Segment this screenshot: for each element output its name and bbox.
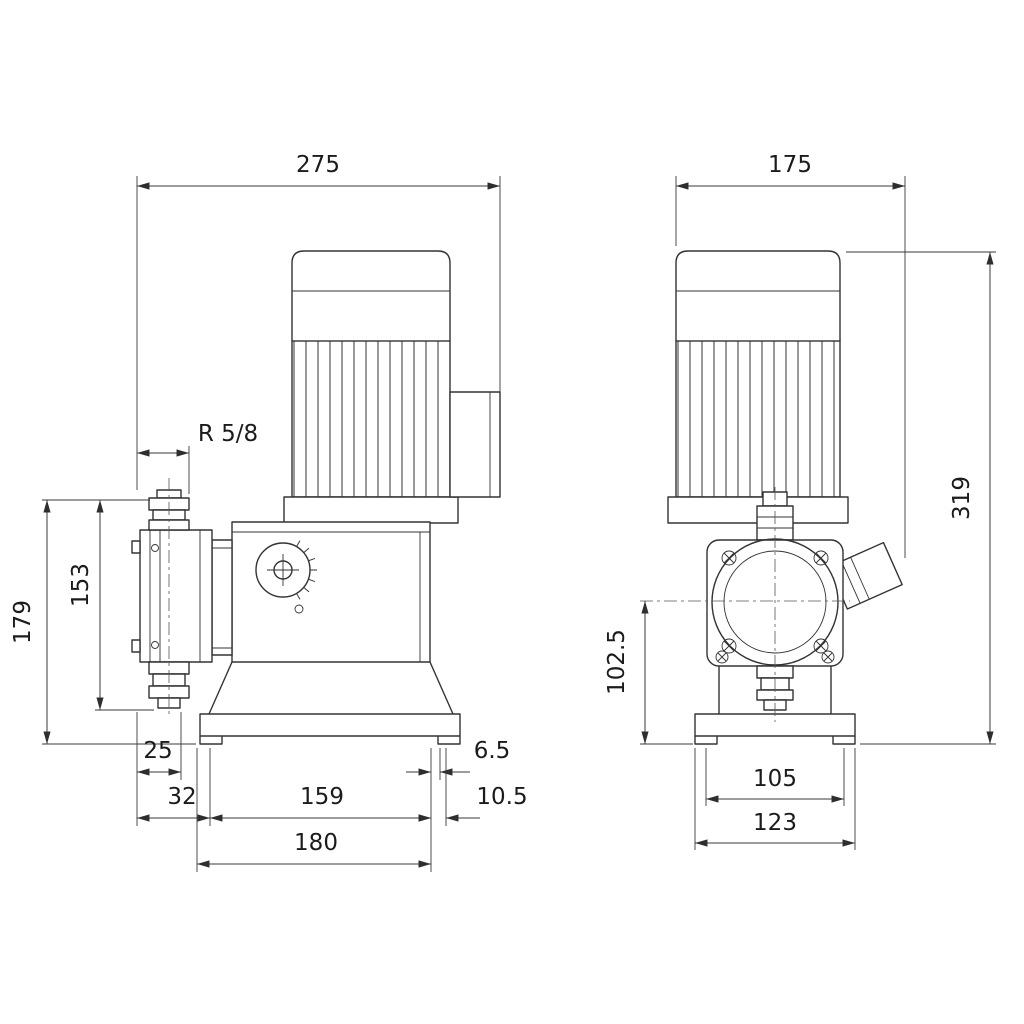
dim-width-275: 275 — [136, 152, 501, 490]
dim-10-5-label: 10.5 — [476, 784, 527, 810]
dim-32-label: 32 — [167, 784, 196, 810]
stroke-dial — [255, 540, 317, 614]
dial-screw — [294, 604, 304, 614]
dim-offset-6-5: 6.5 — [406, 738, 510, 780]
pump-housing — [231, 521, 431, 663]
dosing-head — [131, 529, 213, 663]
dial-cross — [267, 554, 299, 586]
dim-height-179: 179 — [10, 499, 196, 745]
head-bolts — [721, 550, 829, 654]
dim-25-label: 25 — [143, 738, 172, 764]
terminal-box — [449, 391, 501, 498]
pedestal-screw — [821, 650, 835, 664]
suction-valve — [148, 661, 190, 709]
front-view: 175 319 102.5 105 123 — [604, 152, 996, 850]
base-plate-front — [694, 713, 856, 745]
dim-base-180: 180 — [196, 748, 431, 872]
dial-ticks — [296, 540, 317, 600]
dim-thread-r58: R 5/8 — [137, 421, 258, 494]
dim-175-label: 175 — [768, 152, 812, 178]
dim-r58-label: R 5/8 — [198, 421, 258, 447]
dim-123-label: 123 — [753, 810, 797, 836]
motor-fins — [291, 340, 451, 498]
motor-fins — [675, 340, 841, 498]
dim-179-label: 179 — [10, 600, 36, 644]
side-view: 275 R 5/8 179 153 25 32 — [10, 152, 528, 872]
head-connector — [211, 539, 233, 656]
dim-offset-25: 25 — [136, 712, 182, 826]
dim-275-label: 275 — [296, 152, 340, 178]
pedestal-side — [208, 661, 454, 715]
dim-180-label: 180 — [294, 830, 338, 856]
dim-153-label: 153 — [68, 563, 94, 607]
dim-105-label: 105 — [753, 766, 797, 792]
base-plate-side — [199, 713, 461, 745]
dim-center-102-5: 102.5 — [604, 601, 693, 745]
dim-height-153: 153 — [68, 500, 154, 711]
dim-offset-32: 32 — [137, 748, 211, 826]
dim-102-5-label: 102.5 — [604, 629, 630, 695]
dim-319-label: 319 — [949, 476, 975, 520]
pedestal-screw — [715, 650, 729, 664]
motor-cap — [675, 250, 841, 341]
pedestal-front — [715, 650, 835, 714]
dim-foot-105: 105 — [705, 748, 845, 806]
dim-offset-10-5: 10.5 — [406, 748, 528, 826]
base-feet — [694, 736, 856, 745]
flange-bolt — [131, 540, 141, 554]
dim-base-123: 123 — [694, 748, 856, 850]
motor-flange — [283, 496, 459, 524]
dim-width-175: 175 — [675, 152, 906, 558]
dim-base-159: 159 — [210, 748, 432, 872]
motor-cap — [291, 250, 451, 341]
flange-bolt — [131, 639, 141, 653]
motor-side — [283, 250, 459, 524]
dim-height-319: 319 — [846, 251, 996, 745]
dim-6-5-label: 6.5 — [474, 738, 511, 764]
base-feet — [199, 736, 461, 745]
motor-front — [667, 250, 849, 524]
dim-159-label: 159 — [300, 784, 344, 810]
